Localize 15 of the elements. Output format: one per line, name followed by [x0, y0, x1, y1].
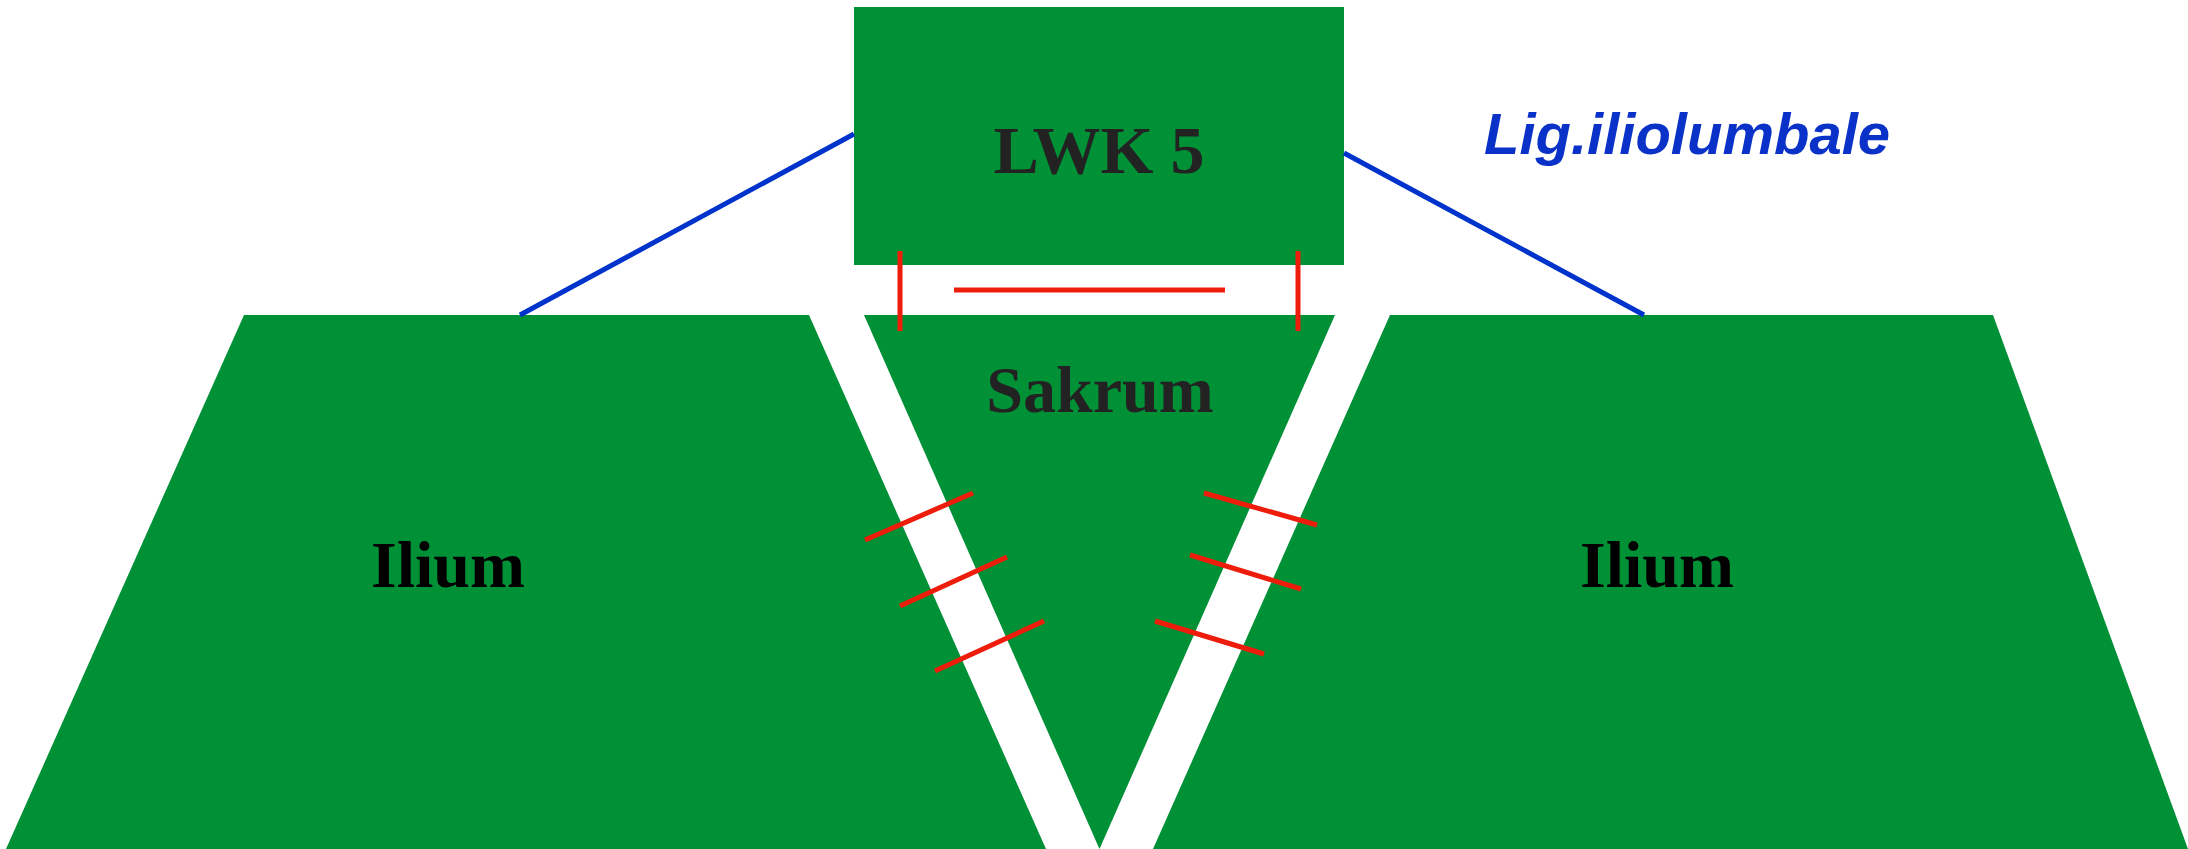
part-label: Ilium	[371, 527, 525, 603]
ligament-mark	[1189, 552, 1302, 592]
ligament-mark	[1295, 251, 1301, 331]
part-label: Ilium	[1580, 527, 1734, 603]
ligament-mark	[897, 251, 903, 331]
ligament-mark	[864, 490, 974, 543]
ligament-mark	[1203, 490, 1318, 528]
ligament-mark	[898, 554, 1009, 609]
ligament-label: Lig.iliolumbale	[1484, 100, 1891, 167]
ligament-line	[1342, 150, 1646, 318]
ligament-mark	[933, 618, 1046, 674]
part-label: LWK 5	[993, 110, 1205, 190]
ligament-mark	[1154, 618, 1265, 657]
part-label: Sakrum	[986, 352, 1214, 428]
ligament-line	[518, 131, 856, 318]
